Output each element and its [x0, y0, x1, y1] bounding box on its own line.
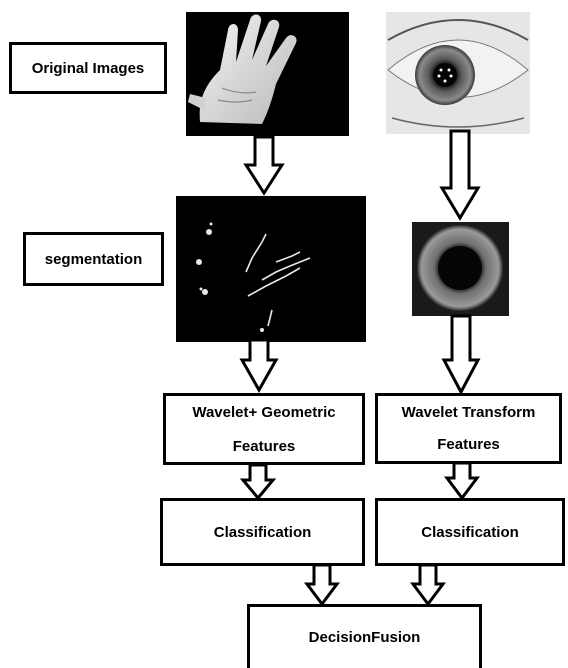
arrow-segmentation-to-features-left [242, 340, 276, 390]
arrow-palm-to-segmentation [246, 137, 282, 193]
segmented-palm-lines-image [176, 196, 366, 342]
palm-image [186, 12, 349, 136]
original-images-label: Original Images [9, 42, 167, 94]
left-features-box: Wavelet+ Geometric Features [163, 393, 365, 465]
right-features-line2: Features [378, 436, 559, 453]
left-classification-text: Classification [214, 524, 312, 541]
segmentation-text: segmentation [45, 251, 143, 268]
right-features-box: Wavelet Transform Features [375, 393, 562, 464]
arrow-features-to-classification-right [447, 463, 477, 498]
arrow-eye-to-iris [442, 131, 478, 218]
left-features-line2: Features [166, 438, 362, 455]
left-classification-box: Classification [160, 498, 365, 566]
eye-image [386, 12, 530, 134]
segmentation-label: segmentation [23, 232, 164, 286]
right-classification-box: Classification [375, 498, 565, 566]
right-features-line1: Wavelet Transform [378, 404, 559, 421]
arrow-classification-to-fusion-right [413, 565, 443, 604]
arrow-iris-to-features-right [444, 316, 478, 392]
segmented-iris-image [412, 222, 509, 316]
right-classification-text: Classification [421, 524, 519, 541]
arrow-features-to-classification-left [243, 465, 273, 498]
left-features-line1: Wavelet+ Geometric [166, 404, 362, 421]
decision-fusion-box: DecisionFusion [247, 604, 482, 668]
original-images-text: Original Images [32, 60, 145, 77]
arrow-classification-to-fusion-left [307, 565, 337, 604]
decision-fusion-text: DecisionFusion [309, 629, 421, 646]
